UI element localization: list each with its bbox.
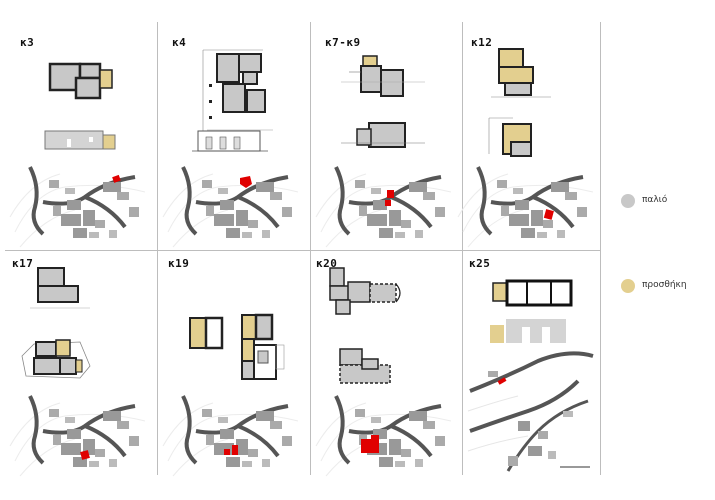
panel-label: κ17 [12,257,34,270]
panel-k17: κ17 [5,251,157,478]
panel-k25: κ25 [463,251,600,475]
floor-plan [30,267,90,309]
floor-plan [202,49,273,136]
divider [157,22,158,475]
floor-plan [48,62,113,100]
panel-k20: κ20 [311,251,462,478]
panel-k12: κ12 [456,22,600,250]
floor-plan-upper [21,339,91,379]
section [339,348,391,384]
divider [600,22,601,475]
site-map [8,165,147,249]
floor-plan-upper [488,117,532,157]
site-map [456,165,595,249]
legend-swatch-old [621,194,635,208]
panel-label: κ25 [469,257,491,270]
legend-label-old: παλιό [642,195,668,205]
panel-label: κ3 [20,36,35,49]
panel-k19: κ19 [158,251,310,478]
site-map [314,165,453,249]
panel-label: κ4 [172,36,187,49]
floor-plan [491,48,551,98]
floor-plan [329,267,401,315]
floor-plan [189,316,224,350]
site-map [467,351,594,472]
site-map [161,394,300,478]
site-map [8,394,147,478]
legend-label-addition: προσθήκη [642,280,687,290]
panel-label: κ20 [316,257,338,270]
divider [5,250,600,251]
floor-plan [492,279,573,307]
floor-plan [341,55,425,97]
panel-k3: κ3 [5,22,157,250]
divider [310,22,311,475]
panel-k7-k9: κ7-κ9 [311,22,462,250]
panel-label: κ7-κ9 [325,36,361,49]
panel-k4: κ4 [158,22,310,250]
elevation [192,130,268,152]
legend-swatch-addition [621,279,635,293]
panel-label: κ19 [168,257,190,270]
elevation [44,130,116,150]
panel-label: κ12 [471,36,493,49]
floor-plan-upper [241,313,285,380]
site-map [161,165,300,249]
site-map [314,394,453,478]
divider [462,22,463,475]
elevation [490,319,566,343]
section [341,122,425,148]
